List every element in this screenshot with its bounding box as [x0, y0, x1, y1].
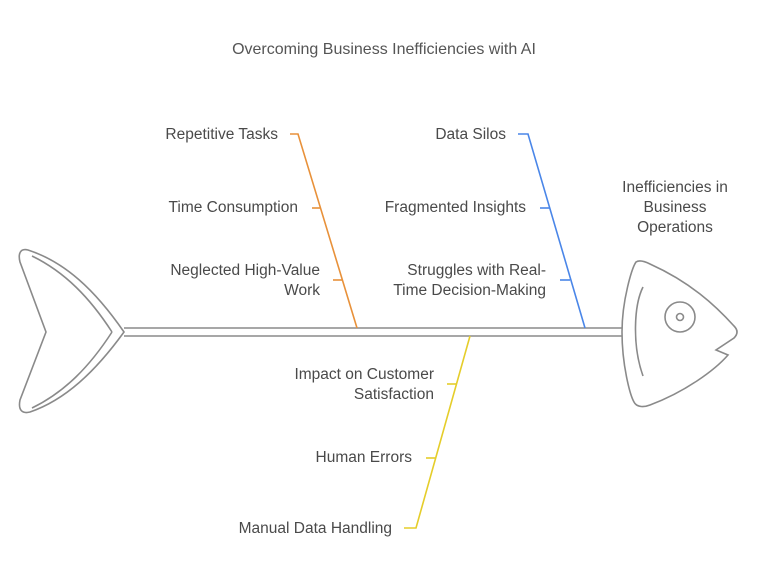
cause-human-errors: Human Errors: [315, 449, 412, 466]
branch-bone-orange: [290, 133, 358, 329]
cause-fragmented-insights: Fragmented Insights: [384, 199, 526, 216]
fish-tail: [18, 248, 125, 414]
diagram-title: Overcoming Business Inefficiencies with …: [232, 41, 536, 58]
fish-head: [621, 260, 738, 408]
cause-time-consumption: Time Consumption: [168, 199, 298, 216]
fish-eye: [664, 301, 696, 333]
branch-bone-yellow: [404, 335, 471, 529]
cause-data-silos: Data Silos: [435, 126, 506, 143]
fish-spine: [124, 327, 622, 337]
cause-manual-data-handling: Manual Data Handling: [238, 520, 392, 537]
branch-bone-blue: [518, 133, 586, 329]
cause-repetitive-tasks: Repetitive Tasks: [165, 126, 278, 143]
cause-real-time-decision-making: Struggles with Real-Time Decision-Making: [393, 262, 546, 299]
